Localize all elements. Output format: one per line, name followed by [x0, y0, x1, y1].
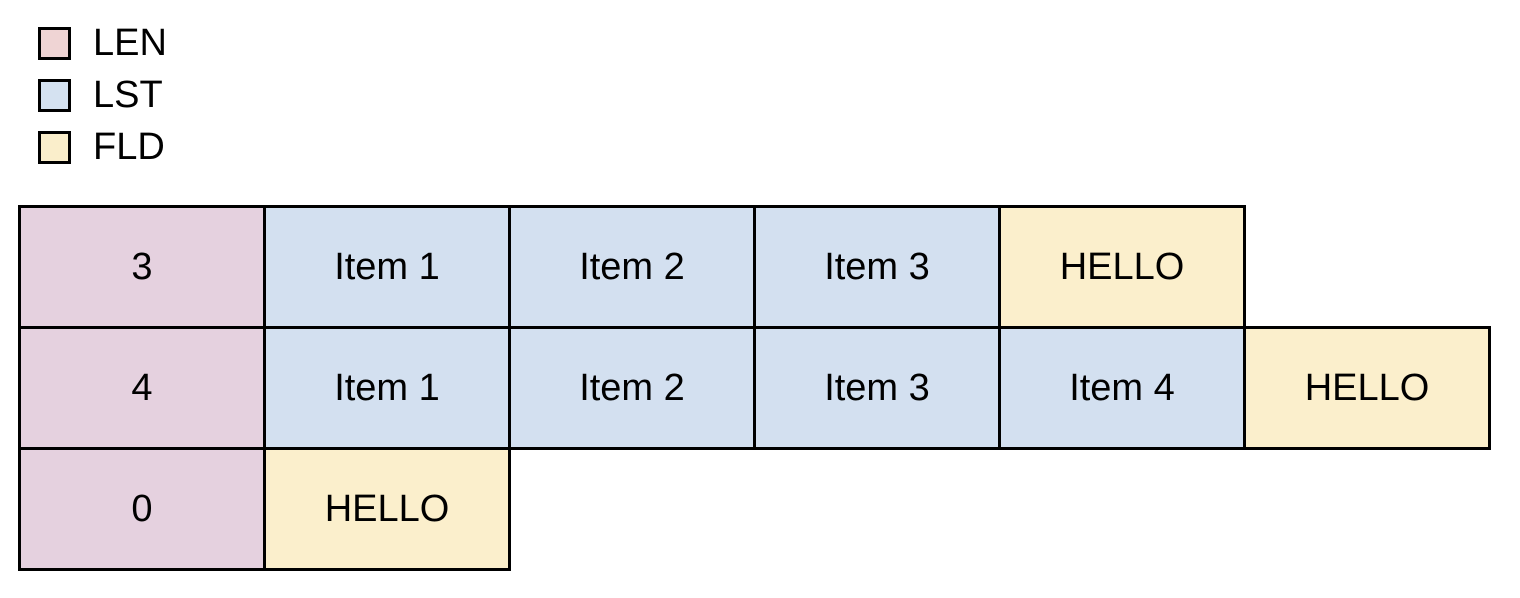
grid-cell: HELLO	[998, 205, 1246, 329]
grid-cell: Item 3	[753, 326, 1001, 450]
legend-item-label: LEN	[93, 22, 167, 64]
legend-item-len: LEN	[38, 22, 438, 64]
square-swatch-icon	[38, 78, 71, 112]
grid-row: 4 Item 1 Item 2 Item 3 Item 4 HELLO	[18, 326, 1491, 450]
memory-layout-grid: 3 Item 1 Item 2 Item 3 HELLO 4 Item 1 It…	[18, 205, 1491, 571]
grid-cell: Item 4	[998, 326, 1246, 450]
grid-cell: 0	[18, 447, 266, 571]
grid-cell: HELLO	[263, 447, 511, 571]
grid-cell: Item 2	[508, 326, 756, 450]
square-swatch-icon	[38, 130, 71, 164]
grid-row: 0 HELLO	[18, 447, 1491, 571]
grid-cell: Item 3	[753, 205, 1001, 329]
grid-cell: Item 1	[263, 326, 511, 450]
legend-item-lst: LST	[38, 74, 438, 116]
square-swatch-icon	[38, 26, 71, 60]
grid-cell: 3	[18, 205, 266, 329]
grid-cell: 4	[18, 326, 266, 450]
legend: LEN LST FLD	[38, 22, 438, 181]
grid-cell: Item 2	[508, 205, 756, 329]
legend-item-fld: FLD	[38, 126, 438, 168]
grid-row: 3 Item 1 Item 2 Item 3 HELLO	[18, 205, 1491, 329]
legend-item-label: LST	[93, 74, 163, 116]
grid-cell: Item 1	[263, 205, 511, 329]
grid-cell: HELLO	[1243, 326, 1491, 450]
legend-item-label: FLD	[93, 126, 165, 168]
